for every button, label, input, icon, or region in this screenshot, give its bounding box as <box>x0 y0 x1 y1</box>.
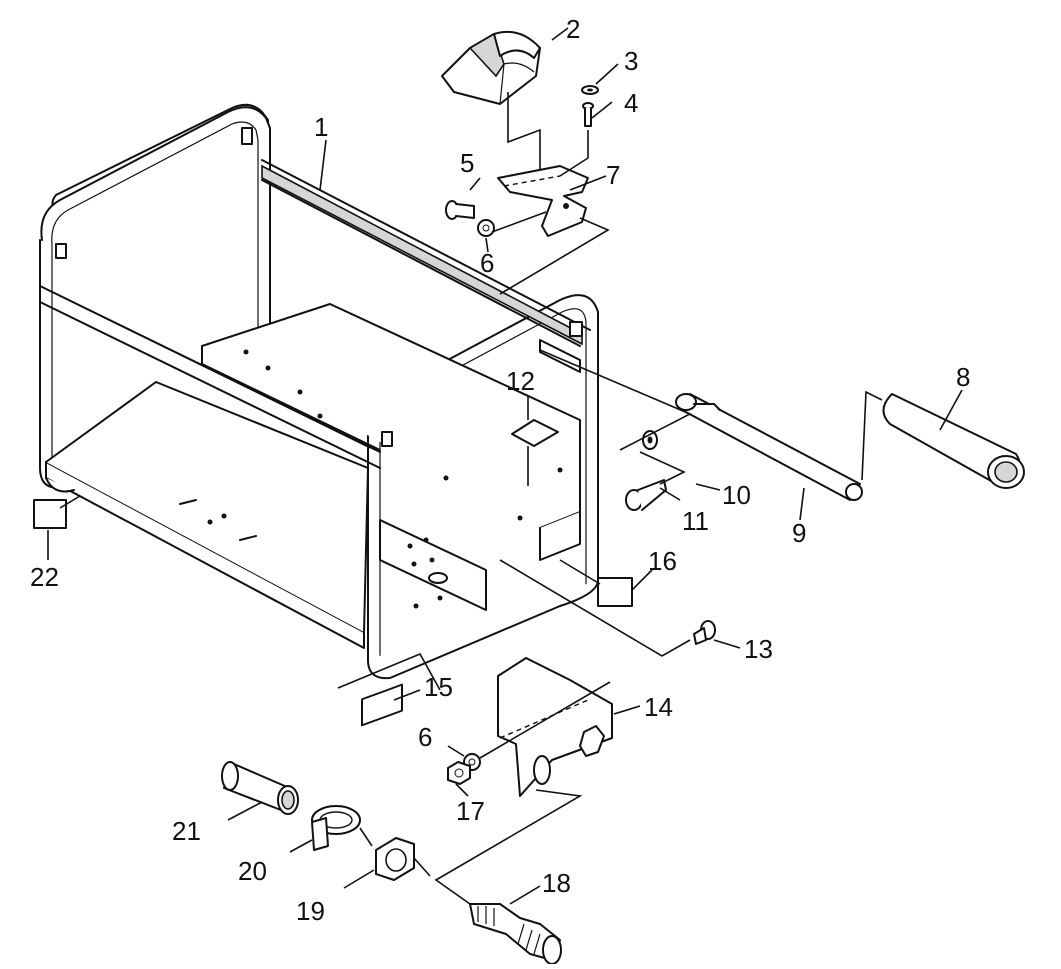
foot-bracket <box>497 165 589 237</box>
callout-18: 18 <box>542 868 571 898</box>
callout-9: 9 <box>792 518 806 548</box>
bolt-11 <box>625 479 667 511</box>
outlet-bracket <box>497 657 613 797</box>
label-22 <box>33 499 67 529</box>
callout-17: 17 <box>456 796 485 826</box>
leader-lines <box>47 27 963 905</box>
handle-bar <box>675 393 863 501</box>
washer-6-top <box>477 219 495 237</box>
frame-mount-holes <box>179 349 563 609</box>
callout-5: 5 <box>460 148 474 178</box>
callout-8: 8 <box>956 362 970 392</box>
washer-small <box>581 85 599 95</box>
callout-2: 2 <box>566 14 580 44</box>
callout-12: 12 <box>506 366 535 396</box>
label-15 <box>361 683 403 727</box>
callout-6-bottom: 6 <box>418 722 432 752</box>
callout-21: 21 <box>172 816 201 846</box>
label-12 <box>511 419 559 447</box>
callout-labels: 1 2 3 4 5 6 7 8 9 10 11 12 13 14 15 16 6… <box>30 14 970 926</box>
callout-19: 19 <box>296 896 325 926</box>
callout-6-top: 6 <box>480 248 494 278</box>
callout-11: 11 <box>682 506 709 536</box>
callout-13: 13 <box>744 634 773 664</box>
hose-section <box>221 761 299 815</box>
hose-fitting <box>469 903 562 965</box>
callout-15: 15 <box>424 672 453 702</box>
hose-clamp <box>311 805 361 851</box>
rubber-foot <box>441 30 541 105</box>
callout-16: 16 <box>648 546 677 576</box>
callout-14: 14 <box>644 692 673 722</box>
callout-3: 3 <box>624 46 638 76</box>
callout-7: 7 <box>606 160 620 190</box>
label-16 <box>597 577 633 607</box>
callout-10: 10 <box>722 480 751 510</box>
callout-22: 22 <box>30 562 59 592</box>
callout-20: 20 <box>238 856 267 886</box>
bolt-5 <box>445 200 475 220</box>
nut-17 <box>447 761 471 785</box>
frame-assembly <box>39 103 599 680</box>
screw-13 <box>693 620 716 645</box>
callout-1: 1 <box>314 112 328 142</box>
screw-small <box>582 102 594 127</box>
frame-top-rail <box>261 159 591 331</box>
handle-grip <box>882 393 1025 489</box>
frame-engine-plate <box>201 303 581 529</box>
nut-19 <box>375 837 415 881</box>
callout-4: 4 <box>624 88 638 118</box>
